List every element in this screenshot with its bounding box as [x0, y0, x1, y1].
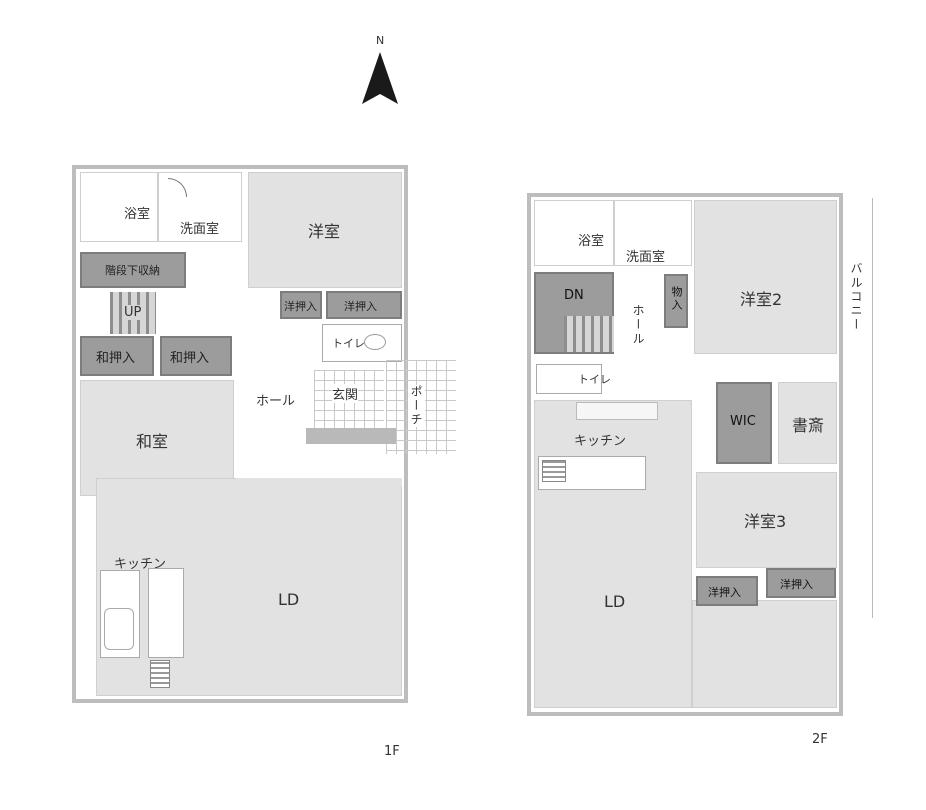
floor2-washroom-label: 洗面室	[626, 250, 666, 265]
floor1-washroom-label: 洗面室	[180, 222, 220, 237]
floor2-western-room-2	[694, 200, 837, 354]
floor1-ld-label: LD	[278, 590, 300, 609]
floor1-toilet-bowl	[364, 334, 386, 350]
floor1-stove	[150, 660, 170, 688]
floor2-washroom	[614, 200, 692, 266]
floor2-bath	[534, 200, 614, 266]
floor2-western3-label: 洋室3	[744, 512, 787, 531]
floor2-study	[778, 382, 837, 464]
floor1-kitchen-island	[148, 568, 184, 658]
floor2-stair-treads	[564, 316, 614, 352]
floor1-caption: 1F	[384, 744, 400, 759]
floor2-dn-label: DN	[564, 288, 584, 303]
floor2-closet2-label: 洋押入	[780, 578, 813, 591]
floor2-ld-label: LD	[604, 592, 626, 611]
floor1-bath-label: 浴室	[124, 207, 151, 222]
floor1-bath	[80, 172, 158, 242]
floor1-closet-j1	[80, 336, 154, 376]
floor1-ld-ext	[236, 478, 402, 486]
floor1-stair-storage-label: 階段下収納	[105, 264, 160, 277]
north-letter: N	[376, 34, 385, 47]
floor2-balcony-label: バルコニー	[849, 262, 863, 332]
floor1-closet-j2-label: 和押入	[170, 351, 210, 366]
floor2-western-room-3	[696, 472, 837, 568]
floor2-balcony	[843, 198, 873, 618]
floor2-closet-2	[766, 568, 836, 598]
floor2-lower-right	[692, 600, 837, 708]
floor1-entry-step	[306, 428, 396, 444]
floor1-kitchen-sink	[104, 608, 134, 650]
floor2-storage	[664, 274, 688, 328]
floor2-toilet	[536, 364, 602, 394]
floor1-western-label: 洋室	[308, 222, 341, 241]
floor2-closet-1	[696, 576, 758, 606]
floor2-caption: 2F	[812, 732, 828, 747]
north-compass: N	[350, 30, 410, 110]
floor1-hall-label: ホール	[256, 394, 296, 409]
floor1-porch-label: ポーチ	[408, 385, 425, 427]
floor2-western2-label: 洋室2	[740, 290, 783, 309]
floor2-stove	[542, 460, 566, 482]
floor2-kitchen-label: キッチン	[574, 434, 627, 449]
floor1-closet-j2	[160, 336, 232, 376]
floor2-closet1-label: 洋押入	[708, 586, 741, 599]
floor1-closet-w1	[280, 291, 322, 319]
floor2-bath-label: 浴室	[578, 234, 605, 249]
floor2-kitchen-counter	[576, 402, 658, 420]
floor1-stair-storage	[80, 252, 186, 288]
floor1-closet-w1-label: 洋押入	[284, 300, 317, 313]
floor1-ld	[96, 478, 402, 696]
floor2-study-label: 書斎	[792, 416, 825, 435]
floor2-ld	[534, 400, 692, 708]
floor1-up-label: UP	[124, 305, 142, 320]
floor1-closet-j1-label: 和押入	[96, 351, 136, 366]
floor2-wic	[716, 382, 772, 464]
floor1-closet-w2	[326, 291, 402, 319]
floor2-storage-label: 物入	[670, 286, 683, 312]
north-arrow-icon	[362, 52, 398, 104]
floor1-western-room	[248, 172, 402, 288]
floor1-japanese-label: 和室	[136, 432, 169, 451]
floor2-wic-label: WIC	[730, 414, 756, 429]
floor1-japanese-room	[80, 380, 234, 496]
floor2-toilet-label: トイレ	[578, 373, 611, 386]
floor1-toilet	[322, 324, 402, 362]
floor1-entrance-label: 玄関	[332, 384, 359, 403]
floor2-hall-label: ホール	[631, 304, 645, 346]
floor1-closet-w2-label: 洋押入	[344, 300, 377, 313]
floor1-toilet-label: トイレ	[332, 337, 365, 350]
